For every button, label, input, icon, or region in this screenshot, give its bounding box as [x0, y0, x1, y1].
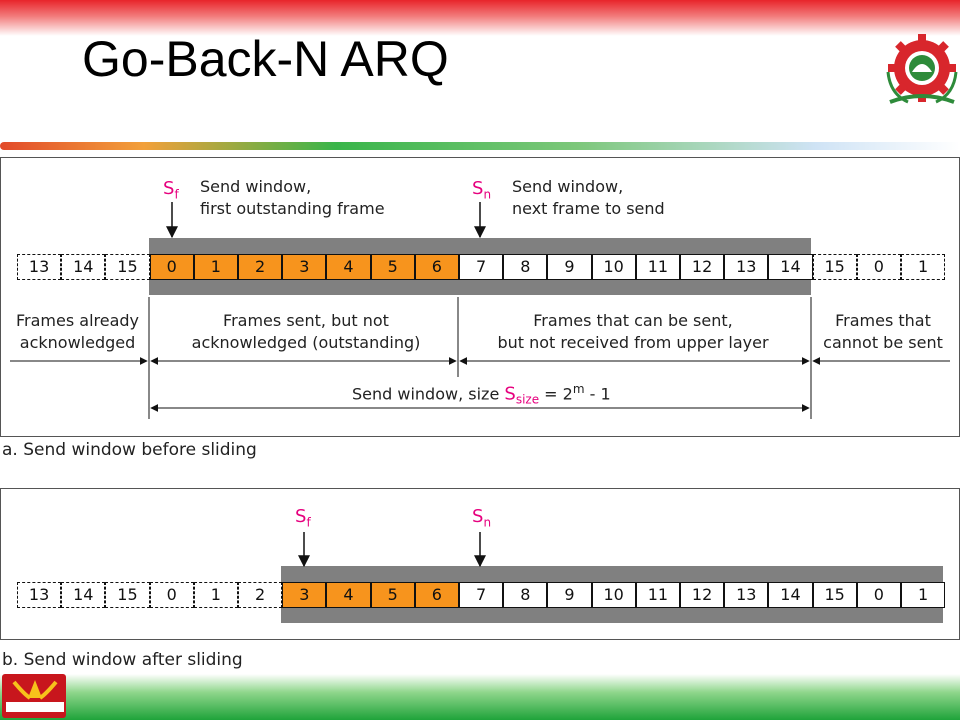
frame-sendable: 13 [724, 254, 769, 280]
sn-pointer-a: Sn [472, 178, 492, 202]
frame-acknowledged: 13 [17, 254, 62, 280]
frame-cannot-send: 0 [856, 254, 901, 280]
panel-a-arrows [10, 202, 950, 419]
frame-outstanding: 5 [370, 582, 415, 608]
top-color-band [0, 0, 960, 36]
frame-sendable: 9 [547, 254, 592, 280]
frame-acknowledged: 13 [17, 582, 62, 608]
frame-cannot-send: 1 [901, 254, 946, 280]
frame-sendable: 8 [503, 254, 548, 280]
frame-sendable: 12 [680, 254, 725, 280]
frame-sendable: 10 [591, 254, 636, 280]
frame-sendable: 11 [635, 254, 680, 280]
frame-sendable: 14 [768, 582, 813, 608]
frame-outstanding: 6 [414, 254, 459, 280]
frame-acknowledged: 14 [61, 254, 106, 280]
panel-b-arrows [298, 532, 486, 568]
frame-sendable: 11 [635, 582, 680, 608]
frame-sendable: 14 [768, 254, 813, 280]
frame-sendable: 12 [680, 582, 725, 608]
sn-pointer-b: Sn [472, 506, 492, 530]
frame-outstanding: 5 [370, 254, 415, 280]
frame-sendable: 7 [459, 582, 504, 608]
frame-acknowledged: 1 [193, 582, 238, 608]
frame-sendable: 0 [856, 582, 901, 608]
region-sendable-label: Frames that can be sent,but not received… [497, 311, 769, 352]
frame-outstanding: 0 [149, 254, 194, 280]
frame-sendable: 8 [503, 582, 548, 608]
sf-pointer-b: Sf [295, 506, 311, 530]
frame-sendable: 15 [812, 582, 857, 608]
sf-pointer-a: Sf [163, 178, 179, 202]
gear-emblem-icon [886, 34, 958, 104]
frame-acknowledged: 15 [105, 582, 150, 608]
frame-sendable: 7 [459, 254, 504, 280]
frame-outstanding: 1 [193, 254, 238, 280]
window-size-formula: Send window, size Ssize = 2m - 1 [352, 382, 611, 407]
frame-acknowledged: 0 [149, 582, 194, 608]
frame-outstanding: 4 [326, 254, 371, 280]
frame-outstanding: 2 [238, 254, 283, 280]
frame-acknowledged: 14 [61, 582, 106, 608]
frame-sendable: 13 [724, 582, 769, 608]
frame-sendable: 1 [901, 582, 946, 608]
frame-acknowledged: 15 [105, 254, 150, 280]
frame-outstanding: 6 [414, 582, 459, 608]
bottom-color-band [0, 674, 960, 720]
frame-outstanding: 3 [282, 582, 327, 608]
slide-title: Go-Back-N ARQ [82, 31, 449, 87]
frame-outstanding: 4 [326, 582, 371, 608]
frame-sendable: 10 [591, 582, 636, 608]
sf-label-a: Send window,first outstanding frame [200, 177, 385, 218]
ecell-logo-icon [2, 674, 66, 718]
frame-acknowledged: 2 [238, 582, 283, 608]
frame-cannot-send: 15 [812, 254, 857, 280]
caption-before-sliding: a. Send window before sliding [2, 440, 257, 460]
caption-after-sliding: b. Send window after sliding [2, 650, 243, 670]
frame-sendable: 9 [547, 582, 592, 608]
sn-label-a: Send window,next frame to send [512, 177, 665, 218]
frame-outstanding: 3 [282, 254, 327, 280]
title-divider [0, 142, 960, 150]
